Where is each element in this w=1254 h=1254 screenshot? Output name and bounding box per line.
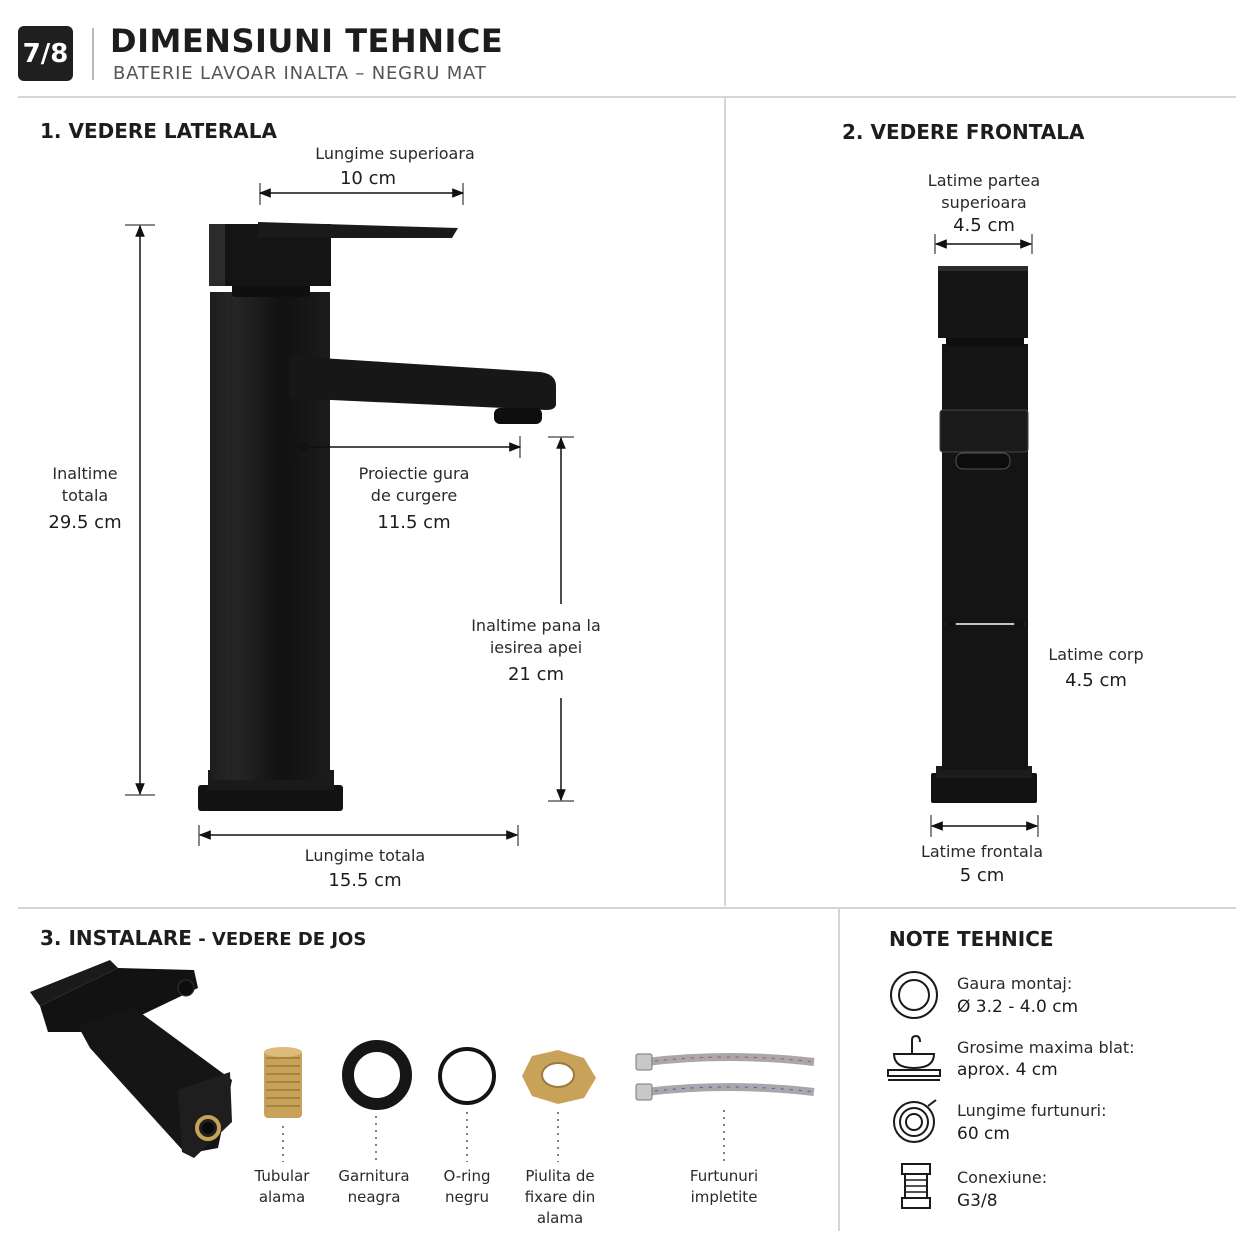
side-view-faucet-drawing: [125, 183, 574, 846]
header-divider: [92, 28, 94, 80]
ring-icon: [890, 971, 938, 1019]
outlet-height-value: 21 cm: [507, 664, 565, 685]
note-value-countertop: aprox. 4 cm: [957, 1060, 1058, 1080]
notes-heading: NOTE TEHNICE: [889, 927, 1054, 951]
note-label-countertop: Grosime maxima blat:: [957, 1038, 1135, 1057]
note-label-hole: Gaura montaj:: [957, 974, 1073, 993]
notes-divider: [838, 909, 840, 1231]
braided-hoses: [635, 1053, 815, 1101]
note-label-hoses: Lungime furtunuri:: [957, 1101, 1107, 1120]
column-divider: [724, 98, 726, 906]
brass-tube: [264, 1047, 302, 1118]
body-width-value: 4.5 cm: [1065, 670, 1127, 691]
body-width-label: Latime corp: [1048, 645, 1144, 664]
total-length-value: 15.5 cm: [328, 870, 402, 891]
install-heading-sub: - VEDERE DE JOS: [191, 929, 367, 950]
black-gasket: [342, 1040, 412, 1110]
side-view-heading: 1. VEDERE LATERALA: [40, 119, 277, 143]
install-heading-main: 3. INSTALARE: [40, 926, 192, 950]
faucet-side: [198, 222, 556, 811]
top-width-label-1: Latime partea: [927, 171, 1041, 190]
header-rule: [18, 96, 1236, 98]
top-length-label: Lungime superioara: [315, 144, 475, 163]
top-width-label-2: superioara: [941, 193, 1027, 212]
total-length-label: Lungime totala: [304, 846, 426, 865]
spout-projection-value: 11.5 cm: [377, 512, 451, 533]
total-height-value: 29.5 cm: [48, 512, 122, 533]
outlet-height-label-1: Inaltime pana la: [471, 616, 601, 635]
front-width-label: Latime frontala: [920, 842, 1044, 861]
front-view-heading: 2. VEDERE FRONTALA: [842, 120, 1085, 144]
front-width-value: 5 cm: [959, 865, 1005, 886]
sink-icon: [887, 1034, 941, 1081]
note-value-connection: G3/8: [957, 1191, 998, 1211]
total-height-label-2: totala: [61, 486, 109, 505]
brass-nut: [522, 1050, 596, 1104]
connector-icon: [901, 1163, 931, 1209]
note-label-connection: Conexiune:: [957, 1168, 1048, 1187]
hose-coil-icon: [893, 1099, 937, 1143]
front-view-faucet-drawing: [930, 234, 1039, 837]
faucet-front: [931, 266, 1037, 803]
faucet-bottom-view: [30, 960, 232, 1158]
o-ring: [438, 1047, 496, 1105]
install-heading: 3. INSTALARE - VEDERE DE JOS: [40, 926, 366, 950]
page-title: DIMENSIUNI TEHNICE: [110, 22, 504, 60]
outlet-height-label-2: iesirea apei: [489, 638, 583, 657]
top-width-value: 4.5 cm: [953, 215, 1015, 236]
total-height-label-1: Inaltime: [52, 464, 118, 483]
page-badge: 7/8: [18, 26, 73, 81]
top-length-value: 10 cm: [339, 168, 397, 189]
page-subtitle: BATERIE LAVOAR INALTA – NEGRU MAT: [113, 63, 487, 84]
spout-projection-label-1: Proiectie gura: [358, 464, 470, 483]
note-value-hole: Ø 3.2 - 4.0 cm: [957, 997, 1079, 1017]
install-parts-drawing: [30, 960, 815, 1162]
note-value-hoses: 60 cm: [957, 1124, 1010, 1144]
spout-projection-label-2: de curgere: [370, 486, 458, 505]
row-divider: [18, 907, 1236, 909]
